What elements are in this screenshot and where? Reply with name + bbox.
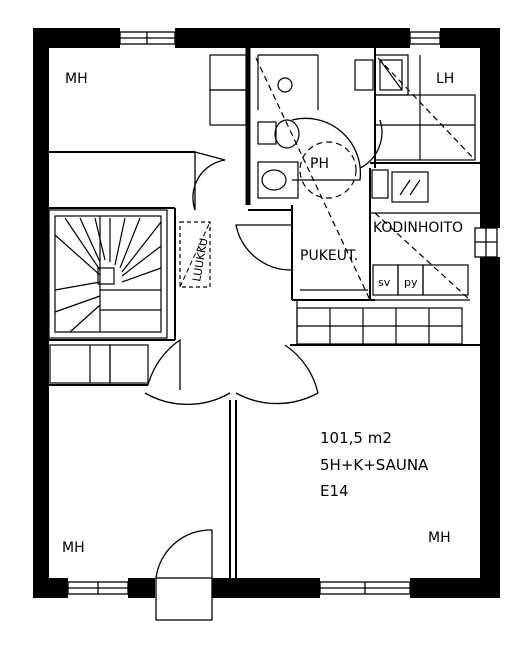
interior-walls (49, 48, 480, 578)
room-label-pukeut: PUKEUT. (300, 248, 358, 264)
door-swings (144, 117, 383, 621)
room-label-mh-bottom-right: MH (428, 530, 451, 546)
wardrobes-mh (49, 54, 247, 384)
bathroom-fixtures (255, 54, 371, 301)
area-text: 101,5 m2 (320, 429, 392, 447)
outer-walls (33, 28, 500, 598)
label-luukku: LUUKKU (190, 237, 210, 282)
room-label-lh: LH (436, 71, 454, 87)
room-label-mh-bottom-left: MH (62, 540, 85, 556)
room-label-ph: PH (310, 156, 329, 172)
plan-code-text: E14 (320, 482, 349, 500)
luukku-hatch (179, 221, 211, 288)
room-label-kodinhoito: KODINHOITO (373, 220, 463, 236)
label-py: py (404, 276, 418, 289)
staircase (48, 209, 168, 339)
label-sv: sv (378, 276, 391, 289)
sauna-fixtures (354, 54, 476, 161)
windows (67, 31, 498, 595)
room-count-text: 5H+K+SAUNA (320, 456, 429, 474)
utility-fixtures (300, 169, 471, 301)
room-label-mh-top-left: MH (65, 71, 88, 87)
closet-row (296, 307, 463, 345)
